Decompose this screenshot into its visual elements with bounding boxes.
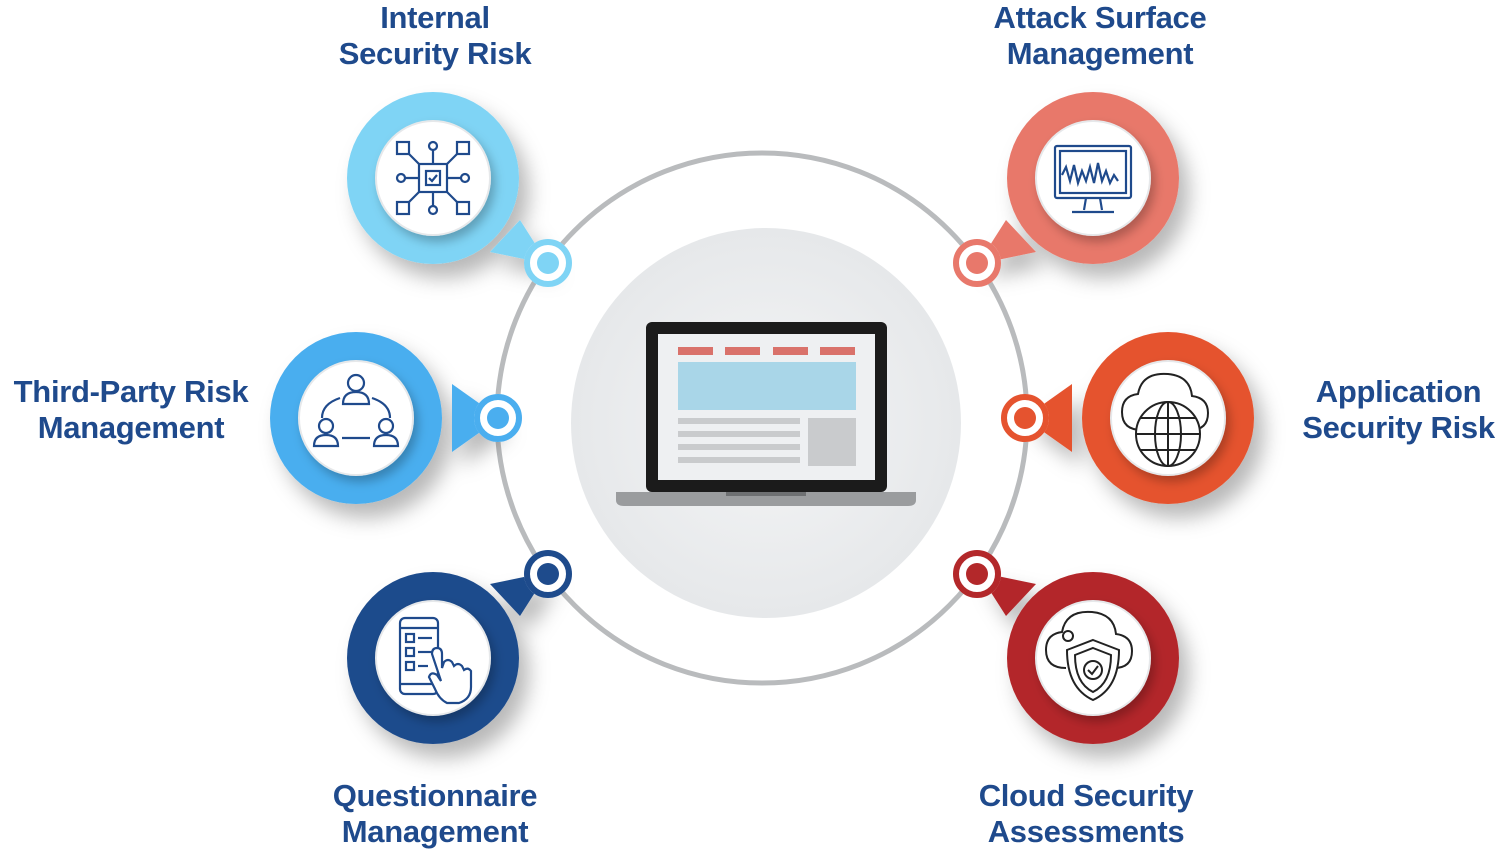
label-line: Management [1006,36,1194,71]
label-line: Security Risk [338,36,532,71]
label-questionnaire-management: Questionnaire Management [305,778,565,850]
label-internal-security-risk: Internal Security Risk [325,0,545,72]
user-network-icon [312,373,400,448]
phone-checklist-tap-icon [398,616,473,705]
cloud-shield-check-icon [1044,610,1134,702]
node-third-party-risk-management [270,332,522,504]
node-attack-surface-management [953,92,1179,287]
label-line: Security Risk [1302,410,1495,445]
label-attack-surface-management: Attack Surface Management [965,0,1235,72]
label-line: Questionnaire [332,778,538,813]
label-third-party-risk-management: Third-Party Risk Management [0,374,262,446]
cloud-globe-icon [1120,372,1210,467]
label-application-security-risk: Application Security Risk [1290,374,1507,446]
label-line: Internal [380,0,490,35]
label-line: Management [37,410,225,445]
label-line: Attack Surface [993,0,1207,35]
label-line: Application [1315,374,1482,409]
node-internal-security-risk [347,92,572,287]
label-line: Third-Party Risk [13,374,249,409]
laptop-icon [616,322,916,506]
monitor-waveform-icon [1053,144,1133,214]
label-cloud-security-assessments: Cloud Security Assessments [955,778,1217,850]
node-questionnaire-management [347,550,572,744]
label-line: Cloud Security [978,778,1194,813]
network-chip-check-icon [395,140,471,216]
node-application-security-risk [1001,332,1254,504]
label-line: Assessments [987,814,1185,849]
center-hub [571,228,961,618]
node-cloud-security-assessments [953,550,1179,744]
label-line: Management [341,814,529,849]
